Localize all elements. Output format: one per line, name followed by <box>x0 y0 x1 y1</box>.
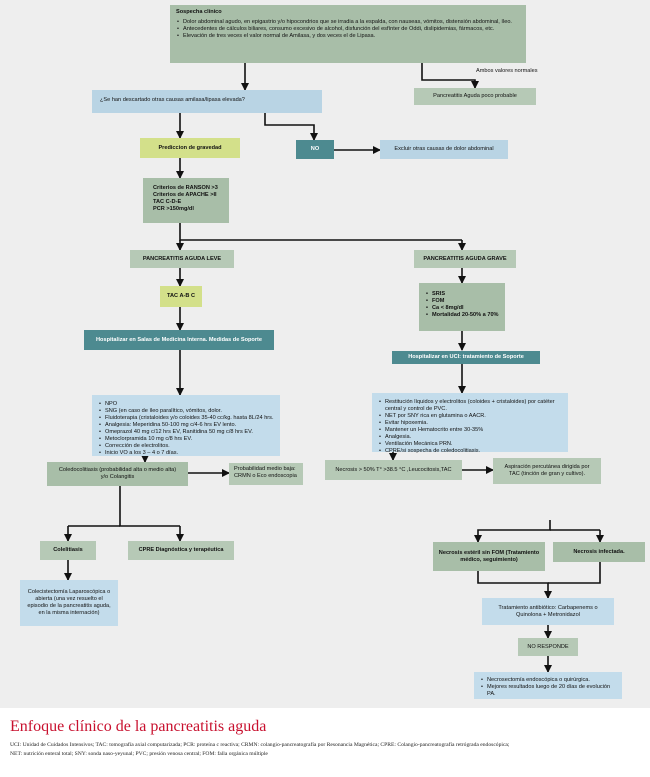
tac-box: TAC A-B C <box>160 286 202 307</box>
list-item: Mejores resultados luego de 20 días de e… <box>481 684 616 698</box>
antibiotico-box: Tratamiento antibiótico: Carbapenems o Q… <box>482 598 614 625</box>
caption-note-line: UCI: Unidad de Cuidados Intensivos; TAC:… <box>10 742 510 748</box>
poco-probable-box: Pancreatitis Aguda poco probable <box>414 88 536 105</box>
list-item: Restitución líquidos y electrolitos (col… <box>379 399 562 413</box>
figure-caption: Enfoque clínico de la pancreatitis aguda… <box>10 718 640 758</box>
list-item: Corrección de electrolitos. <box>99 443 274 450</box>
cpre-box: CPRE Diagnóstica y terapéutica <box>128 541 234 560</box>
list-item: Mantener un Hematocrito entre 30-35% <box>379 427 562 434</box>
list-item: SRIS <box>426 291 499 298</box>
criterios-line: Criterios de RANSON >3 <box>153 185 218 191</box>
list-item: CPRE/si sospecha de coledocolitiasis. <box>379 448 562 455</box>
list-item: Dolor abdominal agudo, en epigastrio y/o… <box>177 19 520 26</box>
grave-treatment-list: Restitución líquidos y electrolitos (col… <box>378 399 562 455</box>
final-box: Necrosectomía endoscópica o quirúrgica. … <box>474 672 622 699</box>
necrosis-esteril-box: Necrosis estéril sin FOM (Tratamiento mé… <box>433 542 545 571</box>
sospecha-list: Dolor abdominal agudo, en epigastrio y/o… <box>176 19 520 40</box>
colecistectomia-box: Colecistectomía Laparoscópica o abierta … <box>20 580 118 626</box>
probabilidad-baja-box: Probabilidad medio baja: CRMN o Eco endo… <box>229 463 303 485</box>
criterios-line: TAC C-D-E <box>153 198 182 205</box>
list-item: Ventilación Mecánica PRN. <box>379 441 562 448</box>
aspiracion-box: Aspiración percutánea dirigida por TAC (… <box>493 458 601 484</box>
list-item: Antecedentes de cálculos biliares, consu… <box>177 26 520 33</box>
hosp-grave-box: Hospitalizar en UCI: tratamiento de Sopo… <box>392 351 540 364</box>
list-item: Necrosectomía endoscópica o quirúrgica. <box>481 677 616 684</box>
sris-list: SRIS FOM Ca < 8mg/dl Mortalidad 20-50% a… <box>425 291 499 319</box>
grave-box: PANCREATITIS AGUDA GRAVE <box>414 250 516 268</box>
no-box: NO <box>296 140 334 159</box>
sospecha-box: Sospecha clínico Dolor abdominal agudo, … <box>170 5 526 63</box>
list-item: Fluidoterapia (cristaloides y/o coloides… <box>99 415 274 422</box>
list-item: Evitar hipoxemia. <box>379 420 562 427</box>
list-item: SNG (en caso de íleo paralítico, vómitos… <box>99 408 274 415</box>
leve-treatment-box: NPO SNG (en caso de íleo paralítico, vóm… <box>92 395 280 457</box>
flowchart-connectors <box>64 63 604 673</box>
no-responde-box: NO RESPONDE <box>518 638 578 656</box>
leve-treatment-list: NPO SNG (en caso de íleo paralítico, vóm… <box>98 401 274 457</box>
list-item: Metoclorpramida 10 mg c/8 hrs EV. <box>99 436 274 443</box>
criterios-box: Criterios de RANSON >3 Criterios de APAC… <box>143 178 229 223</box>
necrosis-criteria-box: Necrosis > 50% T° >38.5 °C ,Leucocitosis… <box>325 460 462 480</box>
list-item: Omeprazol 40 mg c/12 hrs EV, Ranitidina … <box>99 429 274 436</box>
list-item: Analgesia. <box>379 434 562 441</box>
grave-treatment-box: Restitución líquidos y electrolitos (col… <box>372 393 568 455</box>
caption-note-line: NET: nutrición enteral total; SNY: sonda… <box>10 750 268 757</box>
list-item: Mortalidad 20-50% a 70% <box>426 312 499 319</box>
final-list: Necrosectomía endoscópica o quirúrgica. … <box>480 677 616 698</box>
list-item: Elevación de tres veces el valor normal … <box>177 33 520 40</box>
flowchart-canvas: Sospecha clínico Dolor abdominal agudo, … <box>0 0 650 708</box>
necrosis-infectada-box: Necrosis infectada. <box>553 542 645 562</box>
caption-notes: UCI: Unidad de Cuidados Intensivos; TAC:… <box>10 741 640 758</box>
hosp-leve-box: Hospitalizar en Salas de Medicina Intern… <box>84 330 274 350</box>
list-item: FOM <box>426 298 499 305</box>
sris-box: SRIS FOM Ca < 8mg/dl Mortalidad 20-50% a… <box>419 283 505 331</box>
criterios-line: PCR >150mg/dl <box>153 205 194 212</box>
sospecha-title: Sospecha clínico <box>176 9 222 15</box>
ambos-label: Ambos valores normales <box>476 68 538 74</box>
prediccion-box: Prediccion de gravedad <box>140 138 240 158</box>
descartado-box: ¿Se han descartado otras causas amilasa/… <box>92 90 322 113</box>
excluir-box: Excluir otras causas de dolor abdominal <box>380 140 508 159</box>
leve-box: PANCREATITIS AGUDA LEVE <box>130 250 234 268</box>
list-item: Analgesia: Meperidina 50-100 mg c/4-6 hr… <box>99 422 274 429</box>
caption-title: Enfoque clínico de la pancreatitis aguda <box>10 718 267 735</box>
list-item: Ca < 8mg/dl <box>426 305 499 312</box>
list-item: NET por SNY rica en glutamina o AACR. <box>379 413 562 420</box>
list-item: NPO <box>99 401 274 408</box>
coledocolitiasis-box: Coledocolitiasis (probabilidad alta o me… <box>47 462 188 486</box>
colelitiasis-box: Colelitiasis <box>40 541 96 560</box>
criterios-line: Criterios de APACHE >II <box>153 191 217 198</box>
list-item: Inicio VO a los 3 – 4 o 7 días. <box>99 450 274 457</box>
